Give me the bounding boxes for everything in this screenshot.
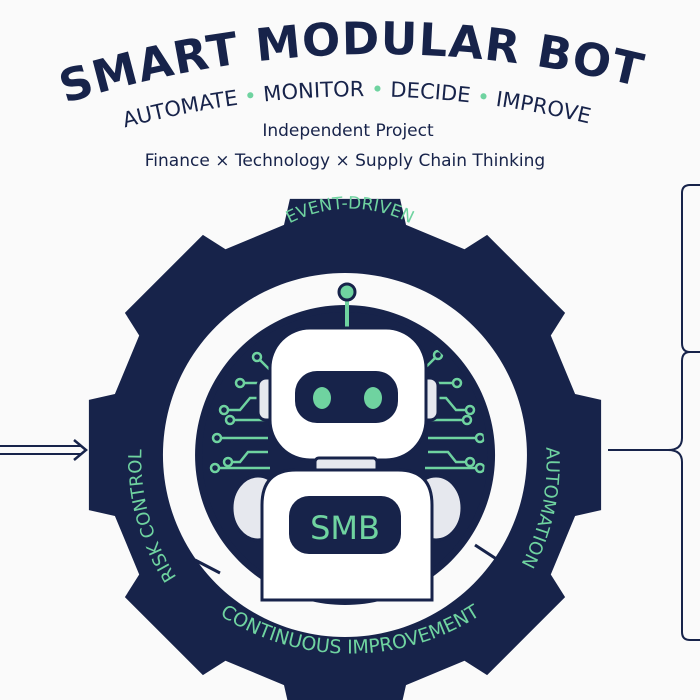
tagline-word-improve: IMPROVE (495, 87, 594, 129)
gear-separator (194, 558, 221, 575)
disciplines-subtitle: Finance × Technology × Supply Chain Thin… (145, 151, 545, 171)
connectors (0, 184, 700, 700)
robot-antenna-tip (337, 282, 357, 302)
robot-visor (295, 371, 398, 423)
robot-chest-label: SMB (310, 509, 380, 547)
output-bracket-line (656, 184, 700, 641)
tagline: AUTOMATE • MONITOR • DECIDE • IMPROVE (120, 77, 593, 132)
robot-chest-plate (289, 496, 401, 554)
header: SMART MODULAR BOT AUTOMATE • MONITOR • D… (53, 12, 648, 171)
tagline-word-decide: DECIDE (390, 78, 472, 108)
tagline-word-monitor: MONITOR (262, 77, 364, 106)
gear-separator (474, 543, 499, 562)
tagline-dot: • (476, 84, 498, 110)
input-arrow-icon (73, 439, 88, 461)
project-label: Independent Project (262, 121, 434, 141)
tagline-dot: • (371, 77, 391, 101)
robot-eye-right (364, 387, 382, 409)
circuit-traces-icon (209, 349, 485, 474)
robot-icon: SMB (230, 282, 464, 602)
tagline-dot: • (243, 83, 265, 109)
robot-eye-left (313, 387, 331, 409)
